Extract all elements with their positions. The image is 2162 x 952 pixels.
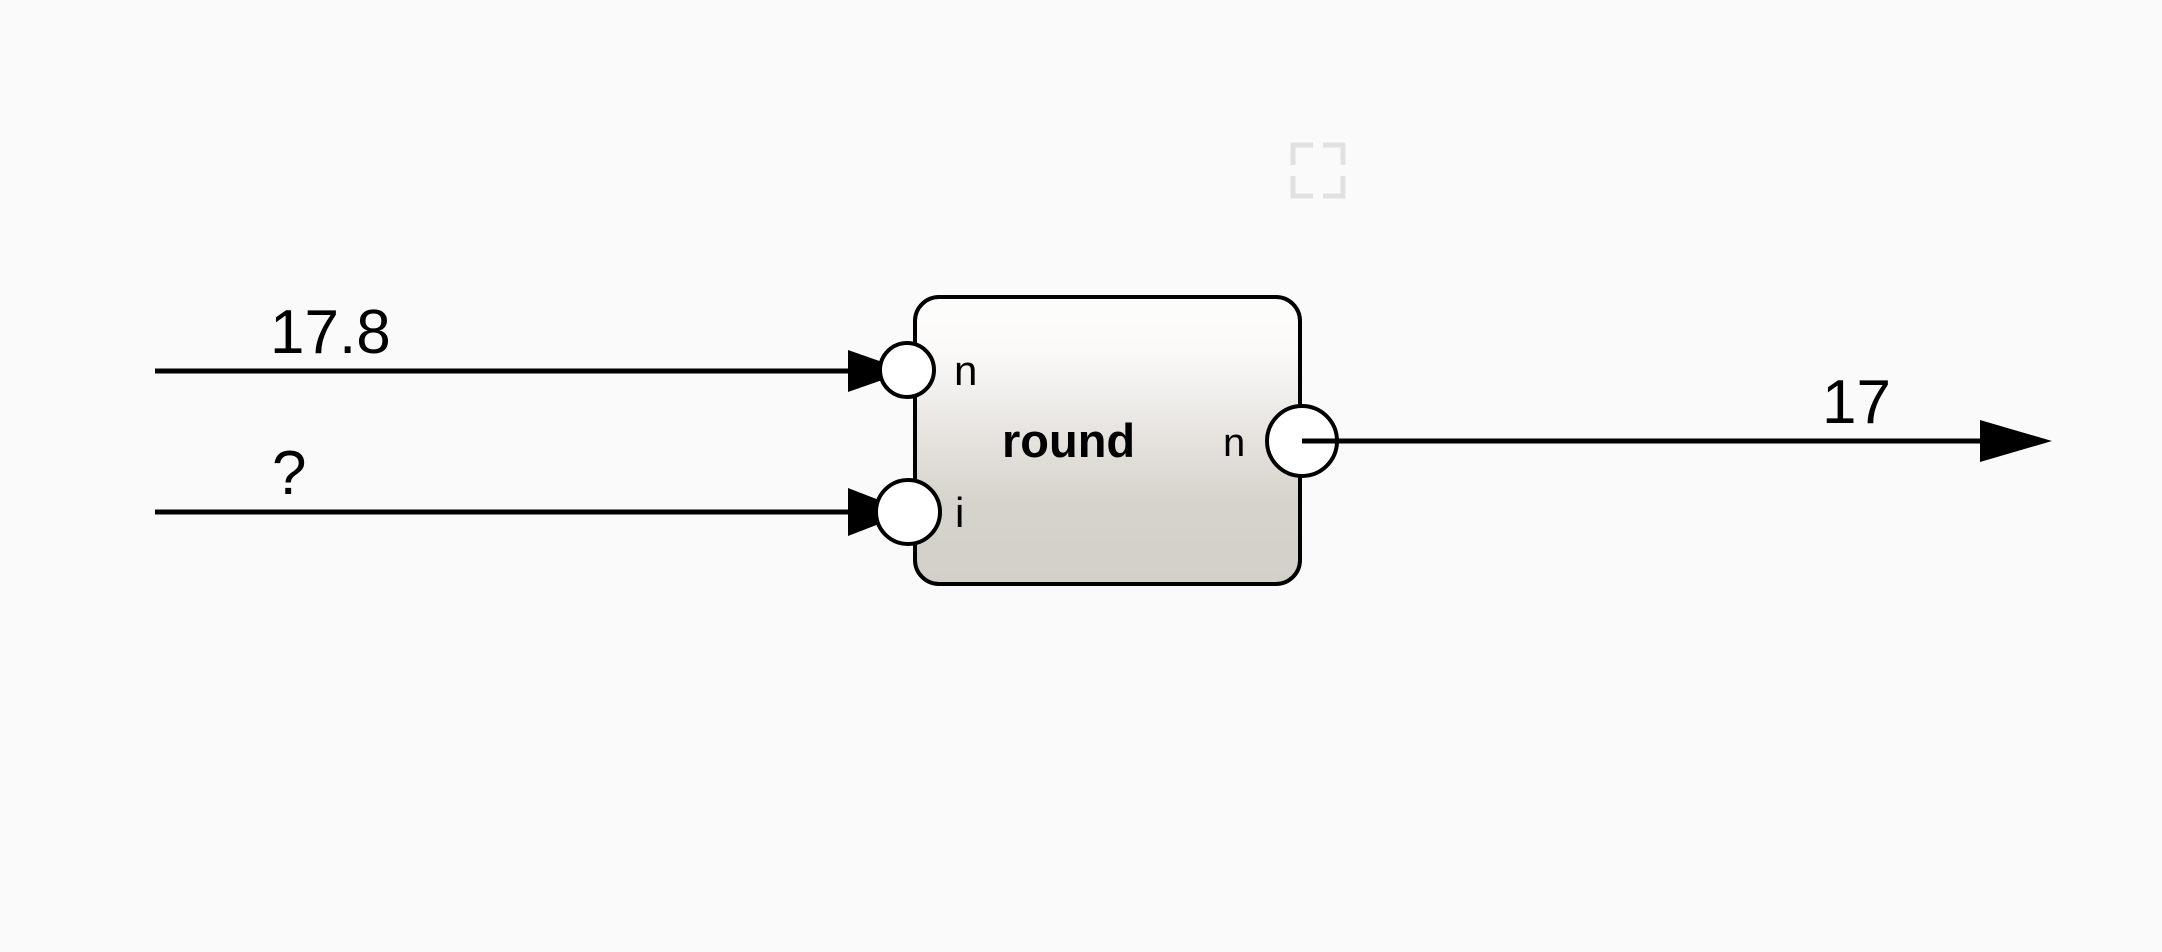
output-wire-n-arrowhead	[1980, 420, 2052, 462]
output-port-label-n: n	[1223, 421, 1246, 465]
input-value-i: ?	[272, 439, 307, 508]
input-port-n[interactable]	[878, 341, 936, 399]
input-value-n: 17.8	[270, 298, 391, 367]
crop-marker-icon	[1290, 142, 1346, 199]
input-wire-n-arrowhead	[848, 350, 908, 392]
input-port-label-i: i	[955, 489, 965, 536]
input-port-i[interactable]	[874, 478, 942, 546]
input-wire-n[interactable]	[155, 350, 908, 392]
round-block-name: round	[1002, 414, 1136, 467]
output-wire-n[interactable]	[1302, 420, 2052, 462]
output-value-n: 17	[1822, 368, 1891, 437]
input-port-label-n: n	[954, 347, 978, 394]
